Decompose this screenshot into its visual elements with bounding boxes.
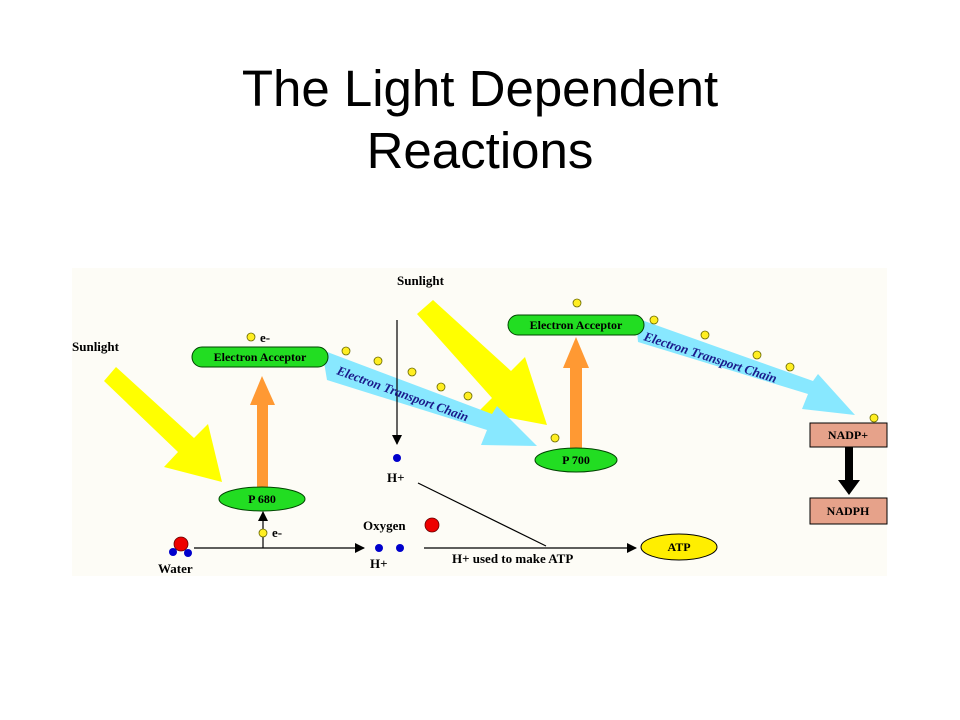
electron-dot — [550, 433, 560, 443]
nadp-label: NADP+ — [828, 428, 868, 442]
electron-dot — [373, 356, 383, 366]
h-label-middle: H+ — [387, 470, 405, 485]
atp-label: ATP — [667, 540, 690, 554]
p680-label: P 680 — [248, 492, 276, 506]
electron-dot — [572, 298, 582, 308]
electron-dot — [258, 528, 268, 538]
oxygen-dot — [424, 517, 440, 533]
p680-node — [218, 486, 306, 512]
nadp-box — [809, 422, 888, 448]
hydrogen-dot — [375, 544, 383, 552]
hydrogen-dots — [375, 454, 404, 552]
p700-node — [534, 447, 618, 473]
title-line-2: Reactions — [366, 122, 594, 179]
electron-dot — [649, 315, 659, 325]
electron-acceptor-left — [191, 346, 329, 368]
excitation-arrow-p680 — [250, 376, 275, 490]
nadp-to-nadph-arrow — [838, 447, 860, 495]
etc-arrow-second — [636, 318, 855, 415]
water-label: Water — [158, 561, 193, 576]
electron-acceptor-right — [507, 314, 645, 336]
electron-dot — [341, 346, 351, 356]
electron-dot — [752, 350, 762, 360]
water-molecule — [169, 536, 192, 557]
sunlight-label-left: Sunlight — [72, 339, 120, 354]
title-line-1: The Light Dependent — [241, 60, 719, 117]
nadph-box — [809, 497, 888, 525]
electron-dot — [869, 413, 879, 423]
oxygen-label: Oxygen — [363, 518, 406, 533]
electron-label-bottom: e- — [272, 525, 282, 540]
electron-dot — [246, 332, 256, 342]
h-used-label: H+ used to make ATP — [452, 551, 573, 566]
slide-title: The Light Dependent Reactions — [0, 58, 960, 182]
excitation-arrow-p700 — [563, 337, 589, 456]
electron-dot — [785, 362, 795, 372]
etc-arrow-first — [322, 350, 537, 446]
h-label-bottom: H+ — [370, 556, 388, 571]
electron-acceptor-left-label: Electron Acceptor — [214, 350, 307, 364]
electron-dots — [246, 298, 879, 538]
nadph-label: NADPH — [827, 504, 870, 518]
sunlight-arrow-middle — [417, 300, 547, 425]
electron-acceptor-right-label: Electron Acceptor — [530, 318, 623, 332]
hydrogen-dot — [396, 544, 404, 552]
p700-label: P 700 — [562, 453, 590, 467]
sunlight-arrow-left — [104, 367, 222, 482]
h-diagonal-line — [417, 482, 547, 547]
electron-dot — [436, 382, 446, 392]
electron-dot — [463, 391, 473, 401]
electron-dot — [700, 330, 710, 340]
sunlight-label-top: Sunlight — [397, 273, 445, 288]
hydrogen-dot — [393, 454, 401, 462]
electron-dot — [407, 367, 417, 377]
electron-label-top: e- — [260, 330, 270, 345]
atp-oval — [640, 533, 718, 561]
